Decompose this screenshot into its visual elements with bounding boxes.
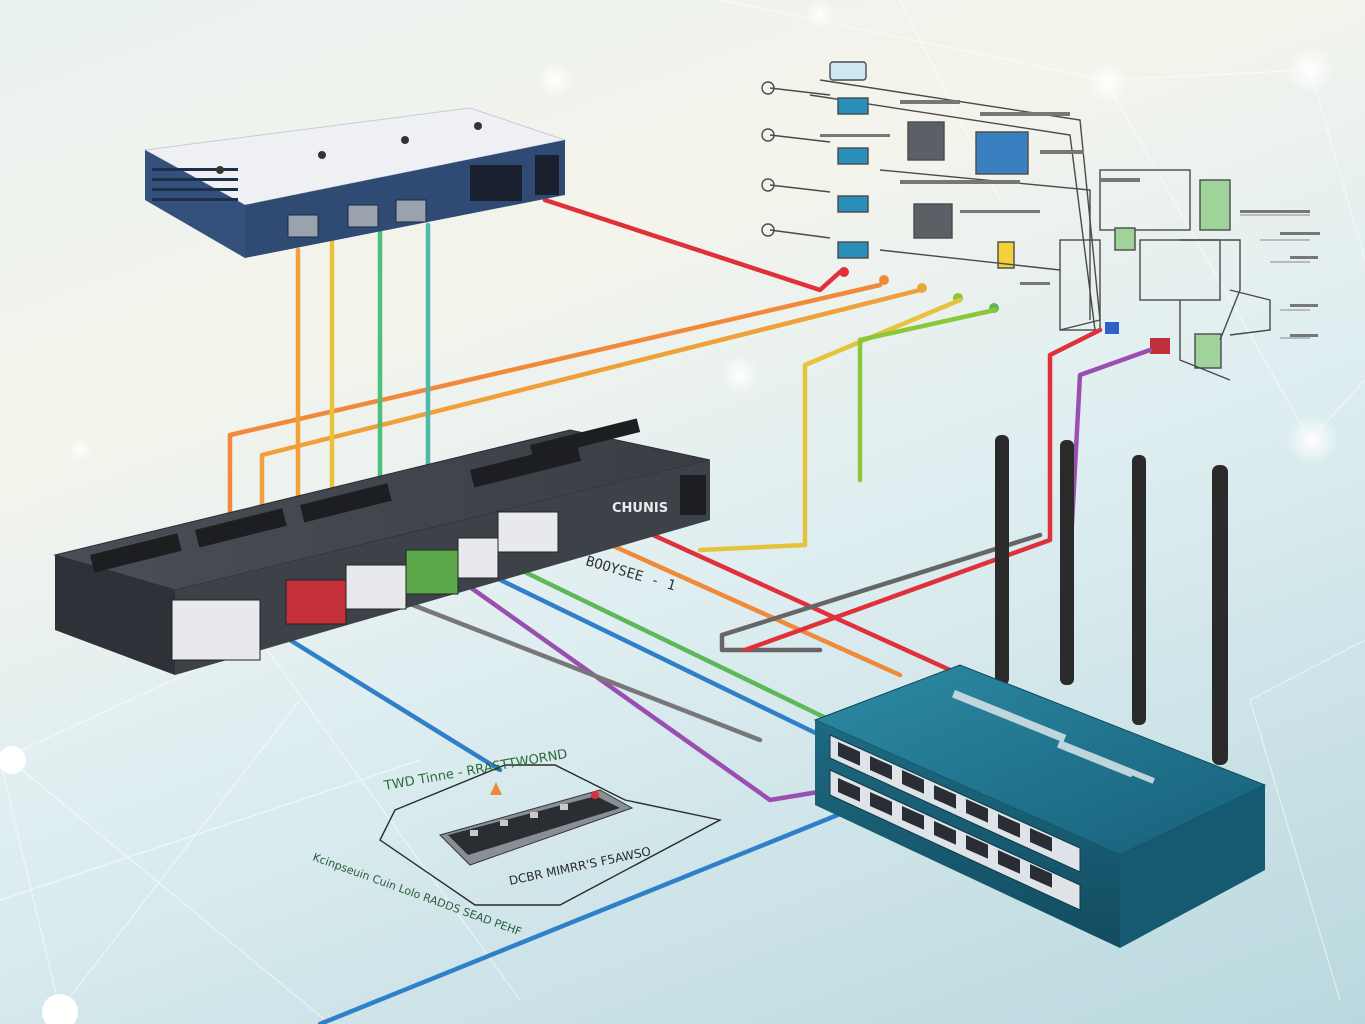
cable-orange-switch-router [597, 537, 903, 678]
card-caption-bottom: DCBR MIMRR'S F5AWSO [508, 844, 652, 888]
wifi-router [813, 435, 1267, 948]
schematic-diagram [761, 61, 1320, 381]
cable-blue-router-bottom [317, 807, 853, 1024]
cable-purple-switch-router [457, 577, 833, 803]
switch-brand-label: CHUNIS [612, 501, 668, 516]
appliance-port-3 [395, 199, 427, 223]
cable-red-router-schematic [742, 327, 1103, 653]
appliance-port-side [535, 155, 559, 195]
switch-port-grid [171, 511, 559, 661]
cable-red-appliance-schematic [542, 197, 843, 293]
cable-orange-switch-schematic [227, 282, 883, 523]
appliance-port-1 [287, 214, 319, 238]
card-caption-left: Kcinpseuin Cuin Lolo RADDS SEAD PEHF [311, 851, 523, 939]
cable-orange2-switch-schematic [259, 287, 923, 523]
router-antennas [995, 435, 1228, 765]
cable-blue-switch-card [287, 637, 503, 773]
cable-gray-switch-router [397, 597, 763, 743]
rack-appliance [143, 107, 567, 258]
appliance-port-2 [347, 204, 379, 228]
cable-gray-router-switch [719, 532, 1043, 653]
cable-blue-switch-router [477, 567, 833, 743]
router-ports [838, 742, 1052, 888]
modular-switch: CHUNIS BOOYSEE - 1 [53, 418, 711, 675]
cable-yellow-switch-schematic [697, 297, 963, 553]
cable-green-switch-router [497, 557, 833, 723]
switch-side-label: BOOYSEE - 1 [584, 553, 678, 594]
appliance-port-block [470, 165, 522, 201]
cable-green-switch-schematic [857, 307, 998, 483]
cable-red-switch-router [617, 517, 953, 673]
schematic-connectors [839, 267, 1170, 354]
